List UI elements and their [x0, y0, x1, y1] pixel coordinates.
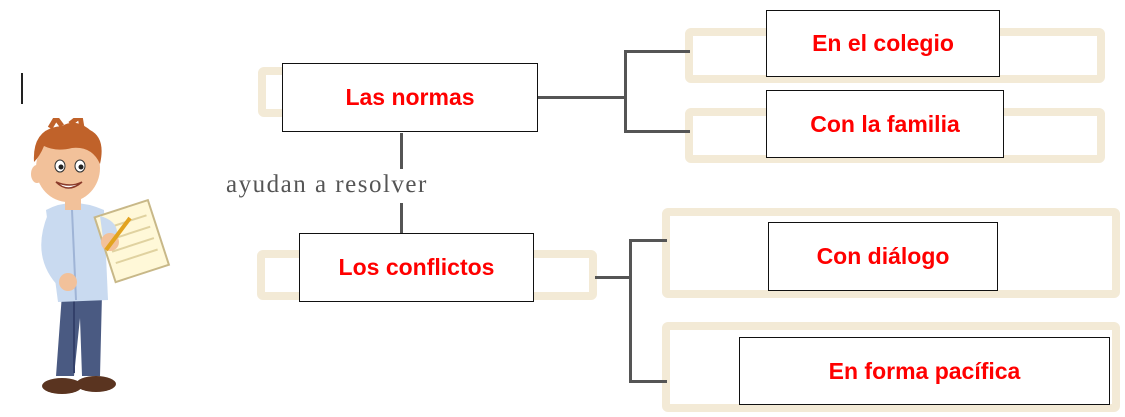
- boy-writing-illustration: [31, 118, 171, 394]
- node-con-dialogo: Con diálogo: [768, 222, 998, 291]
- node-las-normas: Las normas: [282, 63, 538, 132]
- stem-label-to-conflictos: [400, 203, 403, 234]
- node-en-el-colegio: En el colegio: [766, 10, 1000, 77]
- text-cursor: [21, 73, 23, 104]
- branch-to-pacifica: [629, 380, 667, 383]
- branch-to-familia: [624, 130, 690, 133]
- branch-normas-vertical: [624, 50, 627, 132]
- connector-label: ayudan a resolver: [226, 171, 428, 198]
- branch-conflictos-horizontal: [595, 276, 631, 279]
- node-los-conflictos: Los conflictos: [299, 233, 534, 302]
- node-con-la-familia: Con la familia: [766, 90, 1004, 158]
- branch-normas-horizontal: [538, 96, 626, 99]
- node-en-forma-pacifica: En forma pacífica: [739, 337, 1110, 405]
- branch-to-colegio: [624, 50, 690, 53]
- branch-conflictos-vertical: [629, 239, 632, 382]
- branch-to-dialogo: [629, 239, 667, 242]
- stem-normas-to-label: [400, 133, 403, 169]
